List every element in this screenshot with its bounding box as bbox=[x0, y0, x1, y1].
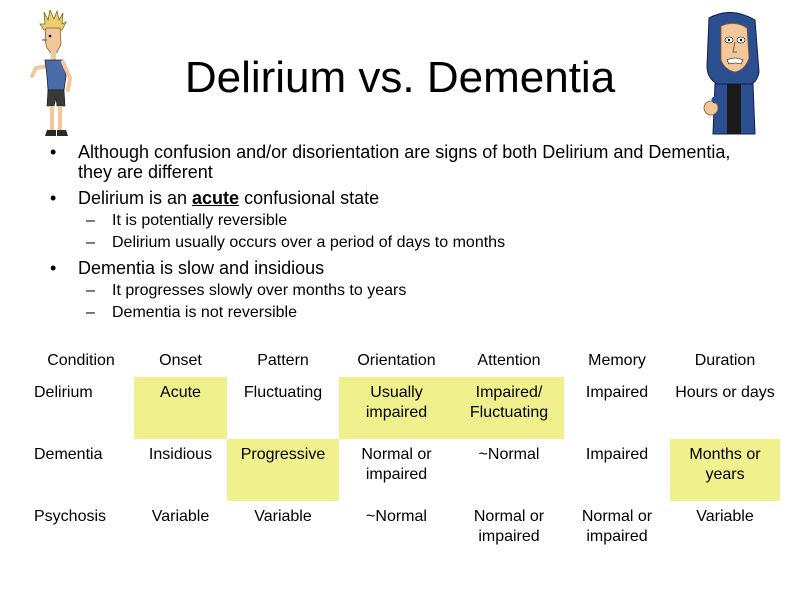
bullet-text: Dementia is slow and insidious bbox=[78, 258, 325, 278]
table-cell: Normal or impaired bbox=[361, 446, 432, 483]
bullet-text: Delirium is an bbox=[78, 188, 193, 208]
table-row-dementia: Dementia Insidious Progressive Normal or… bbox=[28, 439, 780, 501]
bullet-item: Dementia is slow and insidious It progre… bbox=[46, 258, 746, 322]
table-cell: Normal or impaired bbox=[473, 508, 545, 545]
table-cell: Fluctuating bbox=[243, 384, 323, 401]
table-cell: Dementia bbox=[34, 446, 103, 463]
emphasis-text: acute bbox=[192, 188, 240, 208]
sub-bullet-item: It progresses slowly over months to year… bbox=[78, 281, 746, 300]
header-onset: Onset bbox=[159, 352, 202, 369]
table-cell-highlighted: Progressive bbox=[227, 439, 339, 501]
sub-bullet-item: It is potentially reversible bbox=[78, 211, 746, 230]
cartoon-character-left bbox=[30, 10, 73, 136]
table-row-psychosis: Psychosis Variable Variable ~Normal Norm… bbox=[28, 501, 780, 563]
sub-bullet-list: It progresses slowly over months to year… bbox=[78, 281, 746, 322]
table-cell: Normal or impaired bbox=[581, 508, 653, 545]
table-cell: Impaired bbox=[585, 384, 649, 401]
table-cell: Delirium bbox=[34, 384, 93, 401]
header-attention: Attention bbox=[477, 352, 541, 369]
bullet-item: Although confusion and/or disorientation… bbox=[46, 142, 746, 182]
table-cell: ~Normal bbox=[366, 508, 427, 525]
table-cell: Psychosis bbox=[34, 508, 107, 525]
table-cell: Variable bbox=[151, 508, 210, 525]
table-cell: ~Normal bbox=[478, 446, 540, 463]
bullet-text: confusional state bbox=[239, 188, 380, 208]
table-cell: Variable bbox=[696, 508, 754, 525]
table-header-row: Condition Onset Pattern Orientation Atte… bbox=[28, 345, 780, 377]
table-cell: Impaired bbox=[585, 446, 649, 463]
sub-bullet-item: Dementia is not reversible bbox=[78, 303, 746, 322]
table-row-delirium: Delirium Acute Fluctuating Usually impai… bbox=[28, 377, 780, 439]
bullet-list: Although confusion and/or disorientation… bbox=[46, 142, 746, 328]
page-title: Delirium vs. Dementia bbox=[184, 53, 616, 102]
table-cell: Insidious bbox=[148, 446, 213, 463]
header-orientation: Orientation bbox=[357, 352, 436, 369]
cartoon-character-right bbox=[703, 12, 760, 135]
sub-bullet-list: It is potentially reversible Delirium us… bbox=[78, 211, 746, 252]
bullet-item: Delirium is an acute confusional state I… bbox=[46, 188, 746, 252]
header-pattern: Pattern bbox=[257, 352, 309, 369]
bullet-text: Although confusion and/or disorientation… bbox=[78, 142, 731, 182]
table-cell: Hours or days bbox=[675, 384, 775, 401]
header-duration: Duration bbox=[694, 352, 756, 369]
table-cell-highlighted: Acute bbox=[134, 377, 227, 439]
table-cell: Variable bbox=[254, 508, 312, 525]
table-cell-highlighted: Impaired/ Fluctuating bbox=[454, 377, 564, 439]
table-cell-highlighted: Usually impaired bbox=[339, 377, 454, 439]
header-memory: Memory bbox=[588, 352, 646, 369]
sub-bullet-item: Delirium usually occurs over a period of… bbox=[78, 233, 746, 252]
header-condition: Condition bbox=[47, 352, 115, 369]
table-cell-highlighted: Months or years bbox=[670, 439, 780, 501]
comparison-table: Condition Onset Pattern Orientation Atte… bbox=[28, 345, 780, 563]
